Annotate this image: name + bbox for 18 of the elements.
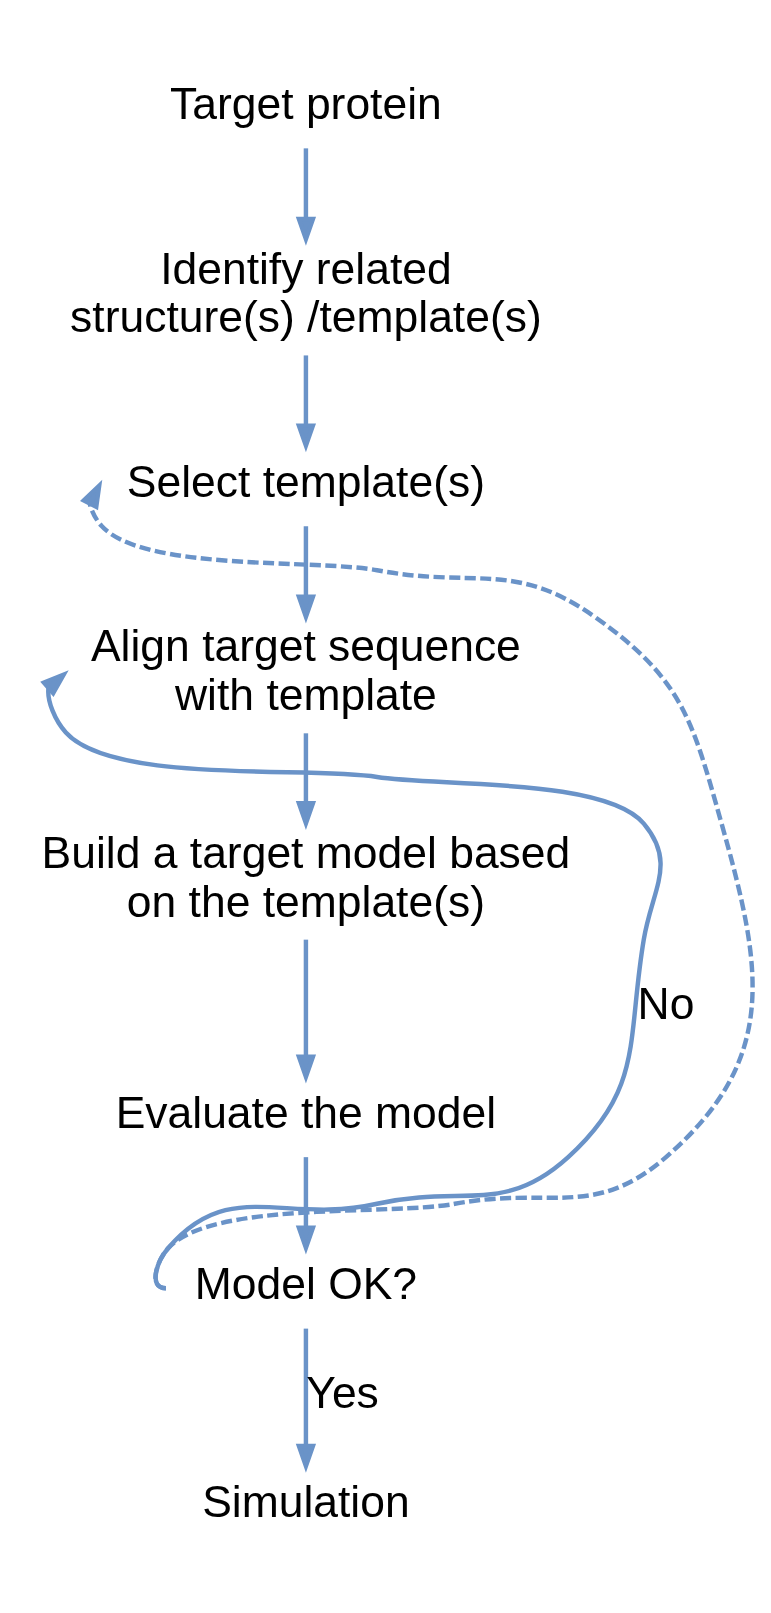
node-text: Simulation xyxy=(202,1476,410,1526)
arrow xyxy=(295,525,317,624)
node-text: Target protein xyxy=(170,78,442,128)
arrow xyxy=(295,1328,317,1473)
arrow xyxy=(295,732,317,830)
arrow xyxy=(295,939,317,1083)
node-text: Build a target model based on the template(s) xyxy=(41,827,571,926)
arrow xyxy=(295,147,317,246)
node-text: Select template(s) xyxy=(126,456,485,506)
node-text: Model OK? xyxy=(194,1258,418,1308)
node-text: Align target sequence with template xyxy=(90,620,521,719)
edge-label: No xyxy=(637,978,695,1028)
node-text: Evaluate the model xyxy=(115,1087,497,1137)
arrow xyxy=(295,354,317,452)
arrow xyxy=(80,479,755,1290)
arrow xyxy=(40,669,663,1290)
arrow xyxy=(295,1156,317,1254)
node-text: Identify related structure(s) /template(s) xyxy=(70,243,542,341)
